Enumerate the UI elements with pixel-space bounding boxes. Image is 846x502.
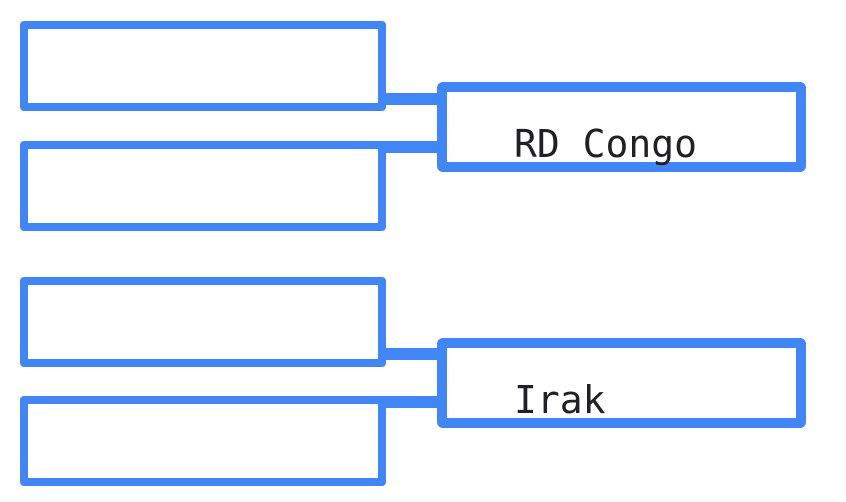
bracket-connector-top-lower [378, 141, 447, 153]
bracket-slot-4 [20, 396, 386, 486]
bracket-slot-1 [20, 21, 386, 111]
bracket-connector-top-upper [378, 93, 447, 105]
bracket-winner-box-bottom: Irak [437, 338, 806, 428]
bracket-connector-bottom-lower [378, 396, 447, 408]
bracket-connector-bottom-upper [378, 348, 447, 360]
bracket-slot-3 [20, 277, 386, 367]
winner-label-bottom: Irak [514, 378, 606, 422]
bracket-slot-2 [20, 141, 386, 231]
bracket-winner-box-top: RD Congo [437, 82, 806, 172]
winner-label-top: RD Congo [514, 122, 698, 166]
